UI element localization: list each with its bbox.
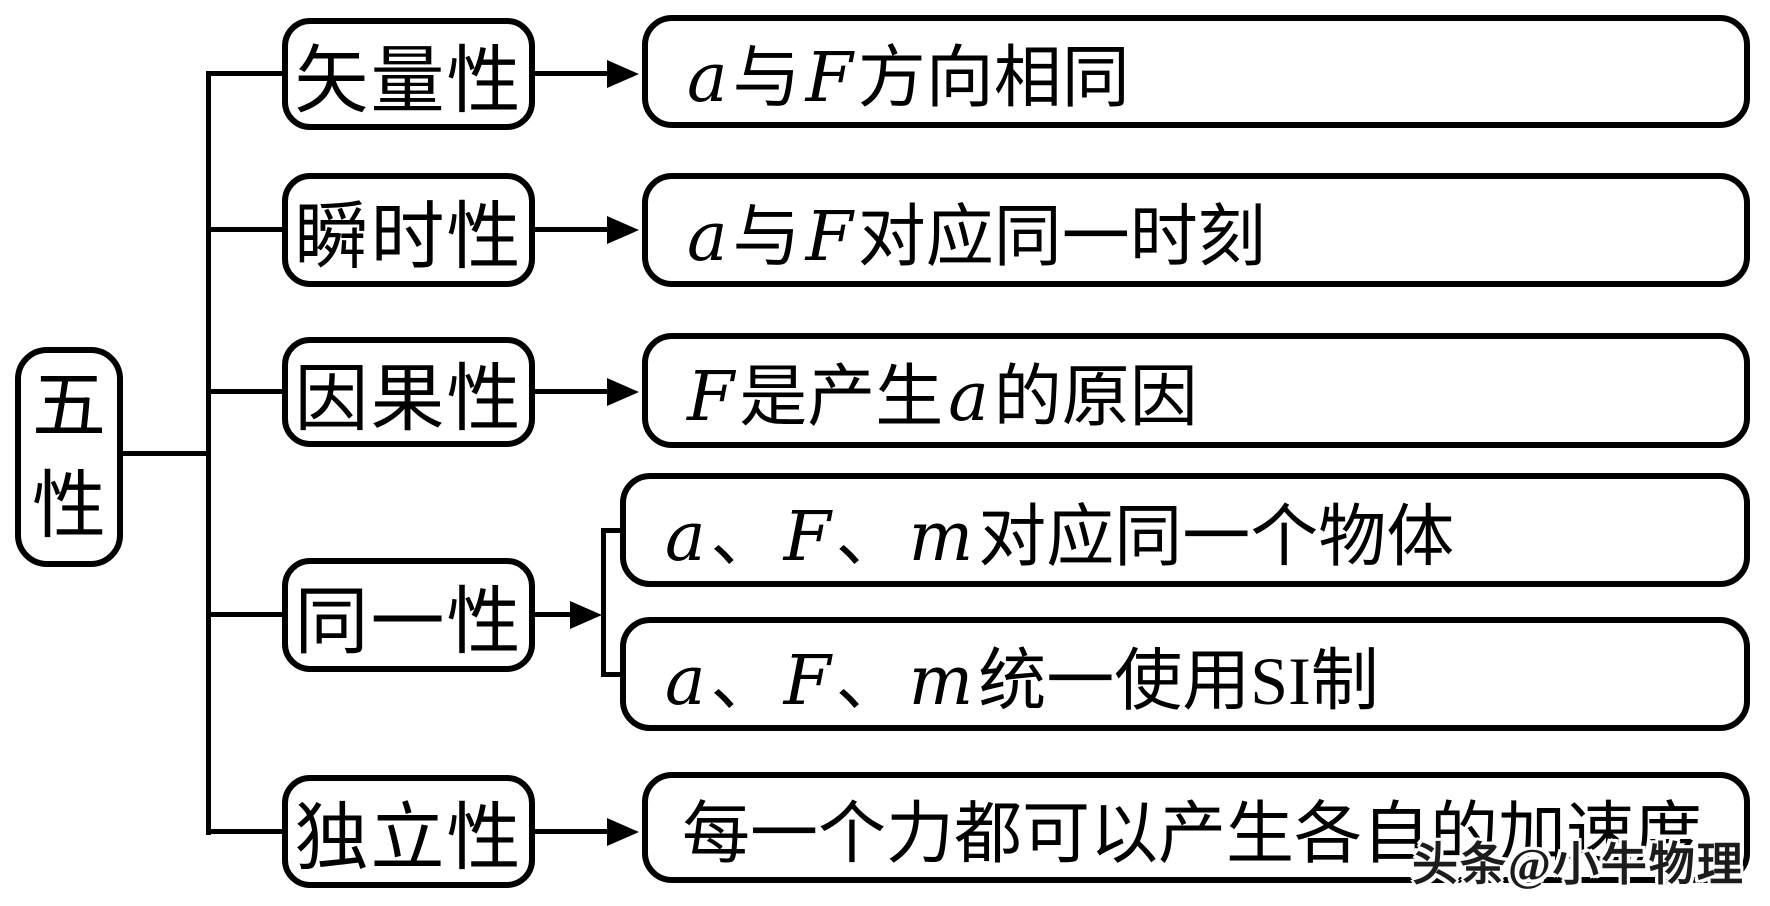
arrow-head-icon-5 — [607, 818, 639, 846]
branch-line-1 — [206, 71, 284, 76]
arrow-line-4 — [535, 612, 572, 617]
arrow-line-5 — [535, 829, 609, 834]
trunk-line — [206, 71, 211, 835]
label-box-identity: 同一性 — [282, 558, 535, 672]
bracket-line-vertical — [601, 528, 606, 677]
label-box-instantaneity: 瞬时性 — [282, 173, 535, 287]
label-instantaneity: 瞬时性 — [294, 196, 523, 279]
root-char-1: 五 — [32, 366, 106, 448]
text-vector-property: a与F方向相同 — [687, 39, 1130, 118]
text-identity-si-units: a、F、m统一使用SI制 — [665, 641, 1379, 721]
bracket-stub-bottom — [601, 672, 623, 677]
text-box-independence: 每一个力都可以产生各自的加速度 — [642, 772, 1750, 883]
label-independence: 独立性 — [294, 798, 523, 880]
arrow-line-3 — [535, 389, 609, 394]
arrow-head-icon-3 — [607, 378, 639, 406]
arrow-line-1 — [535, 71, 609, 76]
text-box-identity-si-units: a、F、m统一使用SI制 — [620, 617, 1750, 731]
label-vector-property: 矢量性 — [294, 40, 523, 123]
text-causality: F是产生a的原因 — [687, 358, 1198, 437]
text-box-instantaneity: a与F对应同一时刻 — [642, 173, 1750, 287]
label-causality: 因果性 — [294, 358, 523, 441]
arrow-line-2 — [535, 227, 609, 232]
branch-line-4 — [206, 612, 284, 617]
text-box-causality: F是产生a的原因 — [642, 333, 1750, 448]
label-identity: 同一性 — [294, 581, 523, 664]
arrow-head-icon-1 — [607, 60, 639, 88]
label-box-independence: 独立性 — [282, 775, 535, 888]
text-box-vector-property: a与F方向相同 — [642, 15, 1750, 128]
root-connector-line — [123, 451, 208, 456]
text-identity-same-object: a、F、m对应同一个物体 — [665, 497, 1455, 577]
arrow-head-icon-4 — [570, 601, 602, 629]
label-box-vector-property: 矢量性 — [282, 18, 535, 130]
arrow-head-icon-2 — [607, 216, 639, 244]
text-instantaneity: a与F对应同一时刻 — [687, 197, 1266, 277]
bracket-stub-top — [601, 528, 623, 533]
root-char-2: 性 — [32, 466, 106, 548]
text-independence: 每一个力都可以产生各自的加速度 — [682, 796, 1703, 872]
branch-line-3 — [206, 389, 284, 394]
label-box-causality: 因果性 — [282, 337, 535, 447]
text-box-identity-same-object: a、F、m对应同一个物体 — [620, 473, 1750, 587]
branch-line-2 — [206, 227, 284, 232]
watermark-text: 头条@小牛物理 — [1412, 839, 1745, 890]
root-node-five-properties: 五 性 — [15, 347, 123, 567]
branch-line-5 — [206, 829, 284, 834]
